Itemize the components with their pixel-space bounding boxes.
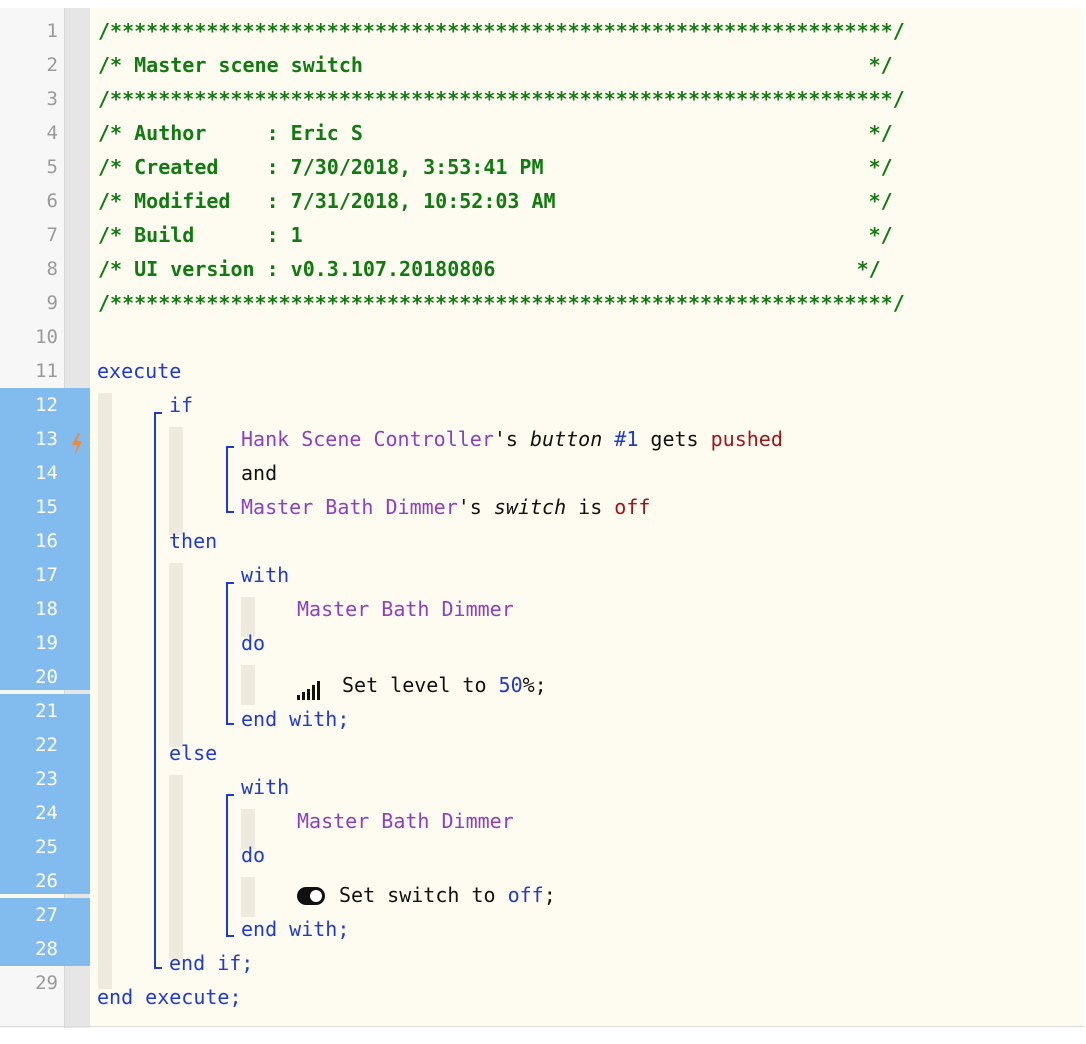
else-block-bar <box>169 775 183 959</box>
condition-2[interactable]: Master Bath Dimmer's switch is off <box>241 495 651 519</box>
toggle-switch-icon <box>297 887 325 905</box>
line-number[interactable]: 28 <box>0 932 64 966</box>
comment-title: /* Master scene switch */ <box>98 53 893 77</box>
selection-highlight <box>64 660 90 690</box>
with1-action-bar <box>241 665 255 705</box>
condition-bracket <box>226 446 228 512</box>
line-number[interactable]: 17 <box>0 558 64 592</box>
line-number[interactable]: 11 <box>35 360 58 382</box>
selection-highlight <box>64 864 90 894</box>
selection-highlight <box>64 694 90 728</box>
selection-highlight <box>64 456 90 490</box>
line-number[interactable]: 2 <box>46 54 58 76</box>
selection-highlight <box>64 592 90 626</box>
then-block-bar <box>169 563 183 747</box>
execute-block-bar <box>98 393 112 989</box>
selection-highlight <box>64 796 90 830</box>
line-number[interactable]: 22 <box>0 728 64 762</box>
action-switch-value: off <box>507 883 544 907</box>
line-number[interactable]: 25 <box>0 830 64 864</box>
end-with-2[interactable]: end with; <box>241 917 350 941</box>
line-number[interactable]: 29 <box>35 972 58 994</box>
line-number[interactable]: 23 <box>0 762 64 796</box>
then-keyword[interactable]: then <box>169 529 218 553</box>
with-device-2[interactable]: Master Bath Dimmer <box>297 809 514 833</box>
with-keyword-1[interactable]: with <box>241 563 290 587</box>
line-number[interactable]: 4 <box>46 122 58 144</box>
line-number[interactable]: 1 <box>46 20 58 42</box>
line-number[interactable]: 20 <box>0 660 64 690</box>
comment-border: /***************************************… <box>98 87 905 111</box>
line-number[interactable]: 8 <box>46 258 58 280</box>
condition-2-attribute: switch <box>493 495 567 519</box>
condition-1-attribute: button <box>530 427 603 451</box>
with1-bracket <box>226 582 228 724</box>
with2-bracket <box>226 794 228 936</box>
line-number[interactable]: 15 <box>0 490 64 524</box>
line-number[interactable]: 10 <box>35 326 58 348</box>
line-number[interactable]: 18 <box>0 592 64 626</box>
execute-keyword[interactable]: execute <box>97 359 182 383</box>
with1-device-bar <box>241 597 255 637</box>
end-if[interactable]: end if; <box>169 951 254 975</box>
line-number[interactable]: 9 <box>46 292 58 314</box>
code-editor: /***************************************… <box>0 8 1084 1028</box>
and-operator[interactable]: and <box>241 461 278 485</box>
editor-bottom-border <box>0 1026 1084 1027</box>
selection-highlight <box>64 830 90 864</box>
action-set-switch[interactable]: Set switch to off; <box>339 883 556 907</box>
with2-action-bar <box>241 877 255 917</box>
with2-device-bar <box>241 809 255 849</box>
if-block-bar <box>169 427 183 535</box>
selection-highlight <box>64 388 90 422</box>
condition-1-device: Hank Scene Controller <box>241 427 494 451</box>
comment-border-top: /***************************************… <box>98 19 905 43</box>
condition-1[interactable]: Hank Scene Controller's button #1 gets p… <box>241 427 783 451</box>
comment-ui-version: /* UI version : v0.3.107.20180806 */ <box>98 257 881 281</box>
condition-1-value: pushed <box>710 427 783 451</box>
line-number[interactable]: 3 <box>46 88 58 110</box>
selection-highlight <box>64 524 90 558</box>
line-number[interactable]: 24 <box>0 796 64 830</box>
line-number[interactable]: 27 <box>0 898 64 932</box>
action-level-value: 50 <box>498 673 523 697</box>
do-keyword-2[interactable]: do <box>241 843 266 867</box>
selection-highlight <box>64 762 90 796</box>
line-number[interactable]: 6 <box>46 190 58 212</box>
code-area <box>90 8 1084 1028</box>
comment-modified: /* Modified : 7/31/2018, 10:52:03 AM */ <box>98 189 893 213</box>
line-number[interactable]: 7 <box>46 224 58 246</box>
else-keyword[interactable]: else <box>169 741 218 765</box>
selection-highlight <box>64 490 90 524</box>
line-number[interactable]: 14 <box>0 456 64 490</box>
selection-highlight <box>64 728 90 762</box>
if-bracket <box>154 412 156 968</box>
do-keyword-1[interactable]: do <box>241 631 266 655</box>
lightning-bolt-icon[interactable] <box>70 433 84 455</box>
line-number[interactable]: 13 <box>0 422 64 456</box>
selection-highlight <box>64 898 90 932</box>
selection-highlight <box>64 626 90 660</box>
selection-highlight <box>64 558 90 592</box>
line-number[interactable]: 12 <box>0 388 64 422</box>
end-execute[interactable]: end execute; <box>97 985 242 1009</box>
signal-bars-icon <box>297 681 320 700</box>
line-number[interactable]: 16 <box>0 524 64 558</box>
line-number[interactable]: 26 <box>0 864 64 894</box>
line-number[interactable]: 21 <box>0 694 64 728</box>
condition-2-device: Master Bath Dimmer <box>241 495 458 519</box>
comment-build: /* Build : 1 */ <box>98 223 893 247</box>
line-number[interactable]: 19 <box>0 626 64 660</box>
comment-author: /* Author : Eric S */ <box>98 121 893 145</box>
selection-highlight <box>64 932 90 966</box>
line-number[interactable]: 5 <box>46 156 58 178</box>
if-keyword[interactable]: if <box>169 393 194 417</box>
comment-created: /* Created : 7/30/2018, 3:53:41 PM */ <box>98 155 893 179</box>
with-device-1[interactable]: Master Bath Dimmer <box>297 597 514 621</box>
end-with-1[interactable]: end with; <box>241 707 350 731</box>
action-set-level[interactable]: Set level to 50%; <box>342 673 547 697</box>
condition-2-value: off <box>614 495 651 519</box>
with-keyword-2[interactable]: with <box>241 775 290 799</box>
comment-border-bottom: /***************************************… <box>98 291 905 315</box>
